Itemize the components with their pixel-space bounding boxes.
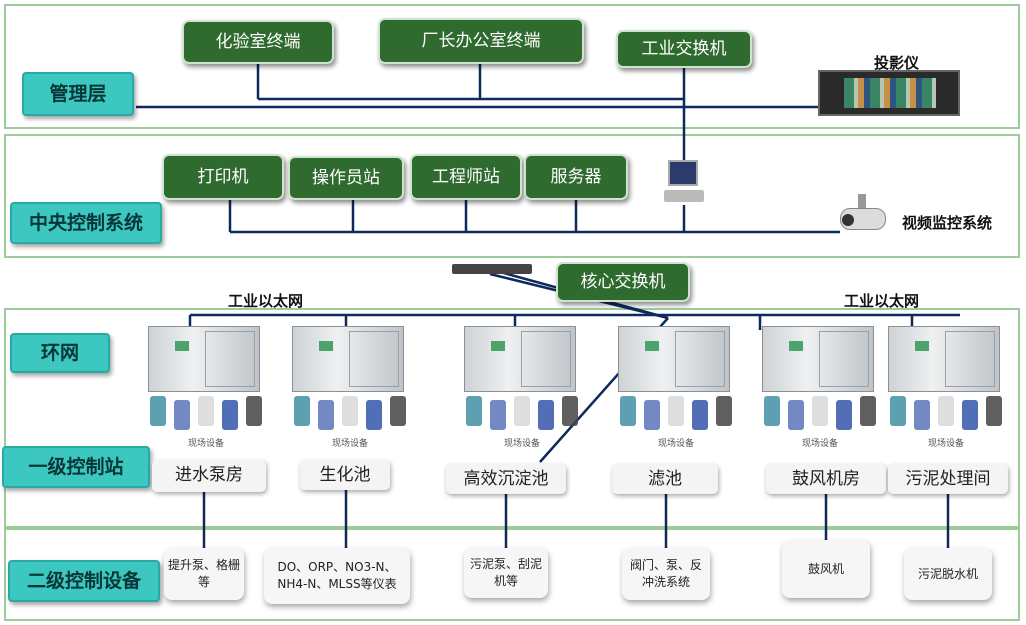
projector-icon [818,70,960,116]
station-inlet-pump[interactable]: 进水泵房 [152,460,266,492]
ethernet-label-right: 工业以太网 [844,292,920,310]
device-filter[interactable]: 阀门、泵、反冲洗系统 [622,548,710,600]
operator-station-node[interactable]: 操作员站 [288,156,404,200]
control-cabinet-icon [888,326,1000,392]
layer-tag-management: 管理层 [22,72,134,116]
layer-tag-ring: 环网 [10,333,110,373]
field-equipment-label: 现场设备 [658,439,695,449]
field-equipment-label: 现场设备 [928,439,965,449]
control-cabinet-icon [618,326,730,392]
station-biochemical-tank[interactable]: 生化池 [300,460,390,490]
server-node[interactable]: 服务器 [524,154,628,200]
control-cabinet-icon [762,326,874,392]
field-equipment-label: 现场设备 [188,439,225,449]
layer-tag-primary: 一级控制站 [2,446,150,488]
lab-terminal-node[interactable]: 化验室终端 [182,20,334,64]
device-blower[interactable]: 鼓风机 [782,540,870,598]
field-equipment-label: 现场设备 [802,439,839,449]
field-equipment-icon [292,392,414,434]
industrial-switch-node[interactable]: 工业交换机 [616,30,752,68]
director-terminal-node[interactable]: 厂长办公室终端 [378,18,584,64]
computer-icon [664,160,704,208]
field-equipment-icon [464,392,586,434]
layer-tag-central: 中央控制系统 [10,202,162,244]
field-equipment-icon [888,392,1010,434]
field-equipment-icon [762,392,884,434]
field-equipment-icon [148,392,270,434]
field-equipment-label: 现场设备 [504,439,541,449]
core-switch-device-icon [452,264,532,274]
camera-icon [836,194,886,240]
layer-tag-secondary: 二级控制设备 [8,560,160,602]
field-equipment-label: 现场设备 [332,439,369,449]
video-surveillance-label: 视频监控系统 [902,214,993,232]
device-biochemical-instruments[interactable]: DO、ORP、NO3-N、NH4-N、MLSS等仪表 [264,548,410,604]
engineer-station-node[interactable]: 工程师站 [410,154,522,200]
station-filter-tank[interactable]: 滤池 [612,464,718,494]
printer-node[interactable]: 打印机 [162,154,284,200]
station-sludge-room[interactable]: 污泥处理间 [888,464,1008,494]
station-blower-room[interactable]: 鼓风机房 [766,464,886,494]
core-switch-node[interactable]: 核心交换机 [556,262,690,302]
projector-label: 投影仪 [874,54,920,72]
device-sedimentation[interactable]: 污泥泵、刮泥机等 [464,548,548,598]
control-cabinet-icon [148,326,260,392]
control-cabinet-icon [464,326,576,392]
station-sedimentation-tank[interactable]: 高效沉淀池 [446,464,566,494]
control-cabinet-icon [292,326,404,392]
ethernet-label-left: 工业以太网 [228,292,304,310]
device-sludge-dewatering[interactable]: 污泥脱水机 [904,548,992,600]
field-equipment-icon [618,392,740,434]
device-inlet-pump[interactable]: 提升泵、格栅等 [164,548,244,600]
